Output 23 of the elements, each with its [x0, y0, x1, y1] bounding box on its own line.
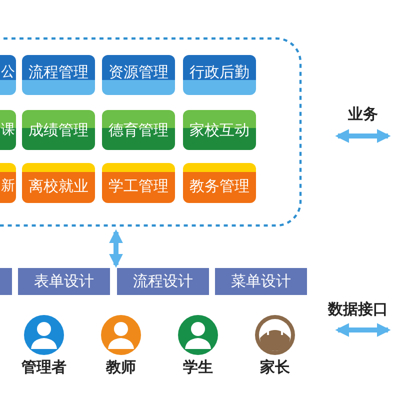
role-label: 管理者 [20, 358, 68, 377]
role-label: 学生 [182, 358, 214, 377]
module-tile: 行政后勤 [183, 55, 256, 95]
module-tile: 课 [0, 110, 16, 150]
side-label: 业务 [348, 105, 378, 124]
module-tile: 学工管理 [102, 163, 175, 203]
role-label: 教师 [104, 358, 137, 377]
module-tile: 教务管理 [183, 163, 256, 203]
module-tile: 流程管理 [22, 55, 95, 95]
module-tile: 德育管理 [102, 110, 175, 150]
design-bar: 菜单设计 [215, 268, 307, 295]
dashed-container [0, 37, 302, 227]
design-bar: 流程设计 [117, 268, 209, 295]
module-tile: 成绩管理 [22, 110, 95, 150]
module-tile: 离校就业 [22, 163, 95, 203]
module-tile: 家校互动 [183, 110, 256, 150]
design-bar: 表单设计 [18, 268, 110, 295]
module-tile: 新 [0, 163, 16, 203]
module-tile: 资源管理 [102, 55, 175, 95]
side-label: 数据接口 [328, 300, 388, 319]
module-tile: 公 [0, 55, 16, 95]
double-arrow [109, 229, 123, 268]
role-label: 家长 [259, 358, 291, 377]
